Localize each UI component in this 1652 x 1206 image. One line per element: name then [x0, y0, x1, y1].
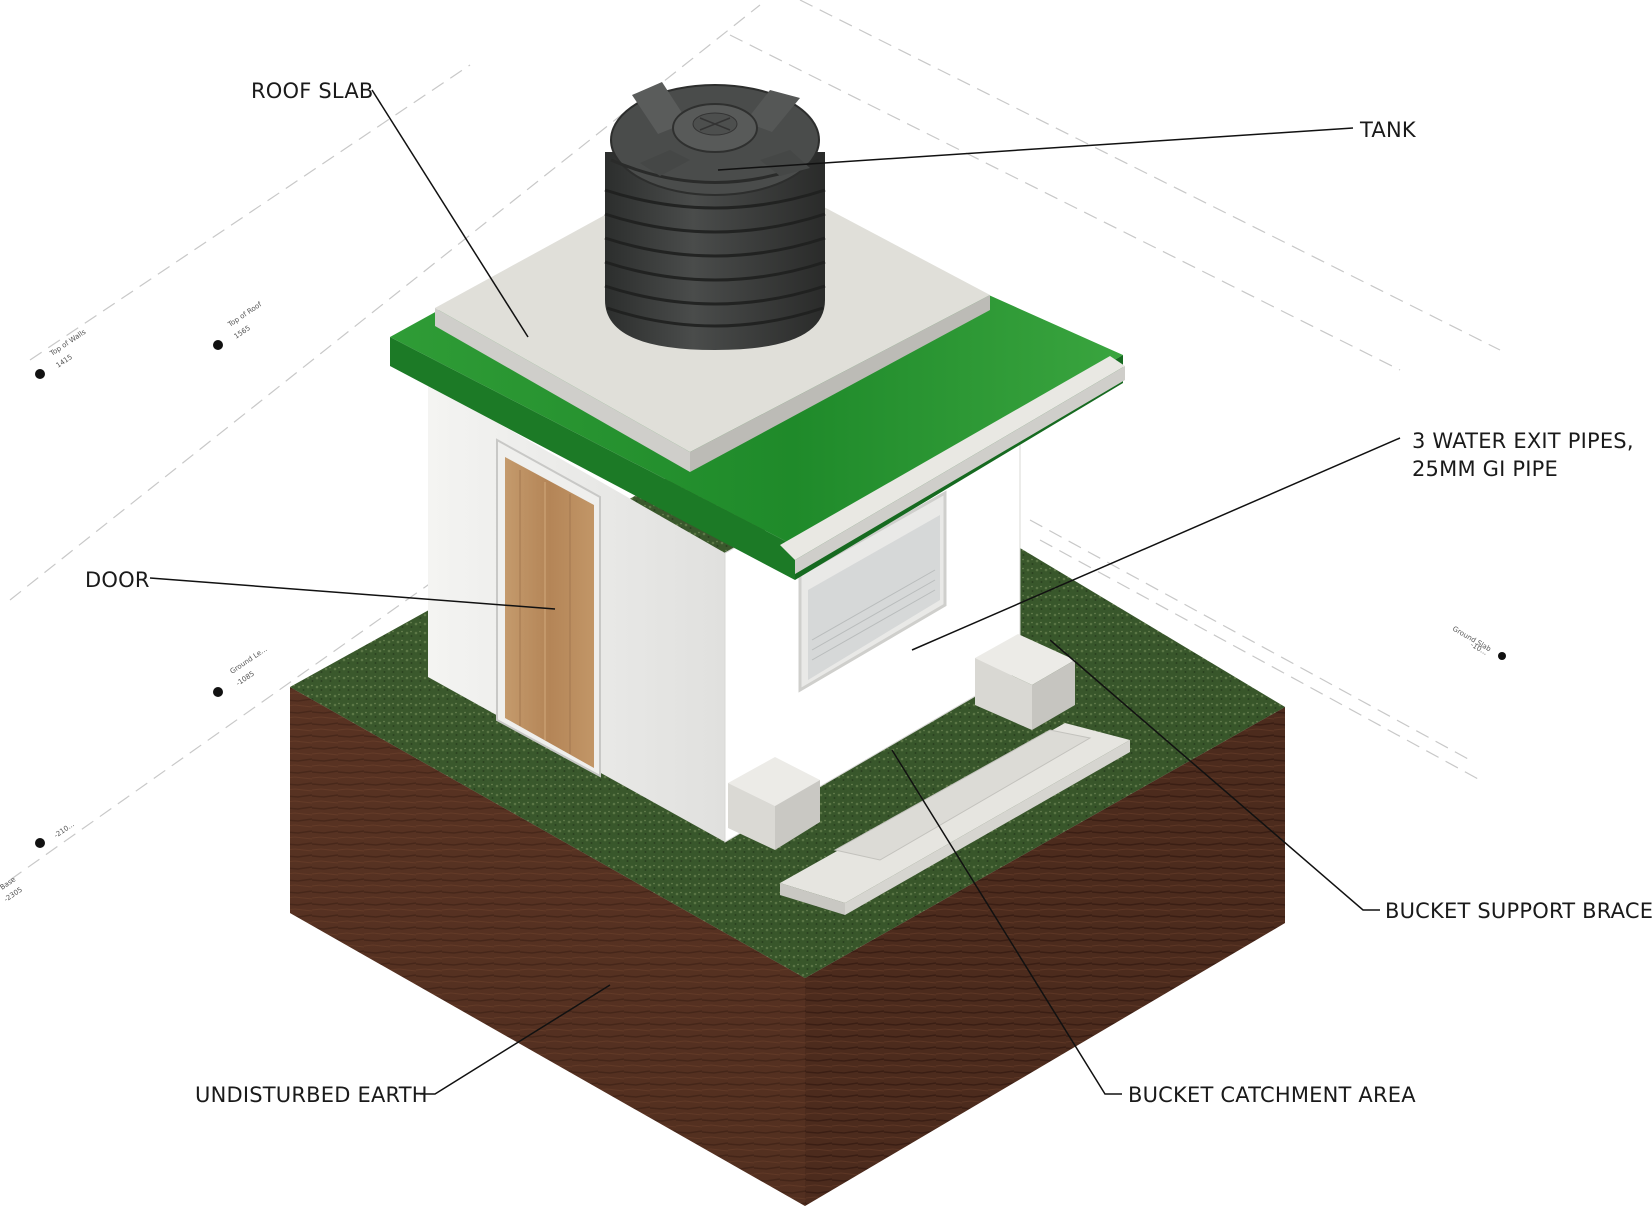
leader-bucket-support-brace [1049, 639, 1380, 911]
label-bucket-catchment-area: BUCKET CATCHMENT AREA [1128, 1083, 1416, 1107]
roof-drip-rim [780, 356, 1125, 560]
level-marker-ground-level: Ground Le... -1085 [213, 645, 269, 697]
leader-undisturbed-earth [420, 984, 611, 1095]
leader-door [149, 577, 556, 610]
green-roof-edge-left [390, 337, 795, 580]
level-marker-pit: -210... [35, 820, 76, 848]
leader-exit-pipes [911, 437, 1401, 651]
level-marker-base: Base -2305 [0, 875, 24, 903]
level-value: 1565 [233, 324, 252, 341]
label-exit-pipes-line2: 25MM GI PIPE [1412, 457, 1558, 481]
label-undisturbed-earth: UNDISTURBED EARTH [195, 1083, 428, 1107]
roof-slab-edge-right [690, 295, 990, 472]
water-tank [604, 82, 826, 350]
label-tank: TANK [1359, 118, 1417, 142]
level-marker-top-of-roof: Top of Roof 1565 [213, 300, 264, 350]
callouts: ROOF SLAB TANK 3 WATER EXIT PIPES, 25MM … [85, 79, 1652, 1107]
bucket-catchment-area [728, 723, 1130, 915]
bucket-support-brace [975, 634, 1075, 730]
level-value: 1415 [55, 353, 74, 370]
catchment-trough [833, 729, 1092, 861]
label-exit-pipes-line1: 3 WATER EXIT PIPES, [1412, 429, 1634, 453]
door-leaf [505, 457, 594, 768]
leader-tank [717, 127, 1354, 171]
label-roof-slab: ROOF SLAB [251, 79, 374, 103]
label-door: DOOR [85, 568, 150, 592]
level-marker-top-of-walls: Top of Walls 1415 [35, 328, 88, 379]
tank-ribs [604, 188, 826, 328]
leader-lines [149, 89, 1401, 1095]
roof-slab-edge-left [435, 308, 690, 472]
level-marker-ground-slab: Ground Slab -10... [1451, 625, 1506, 660]
label-bucket-support-brace: BUCKET SUPPORT BRACE [1385, 899, 1652, 923]
earth-right-face [805, 707, 1285, 1206]
level-value: -210... [53, 820, 76, 839]
leader-bucket-catchment-area [891, 749, 1122, 1095]
catchment-step-left [728, 757, 820, 806]
leader-roof-slab [371, 89, 529, 338]
